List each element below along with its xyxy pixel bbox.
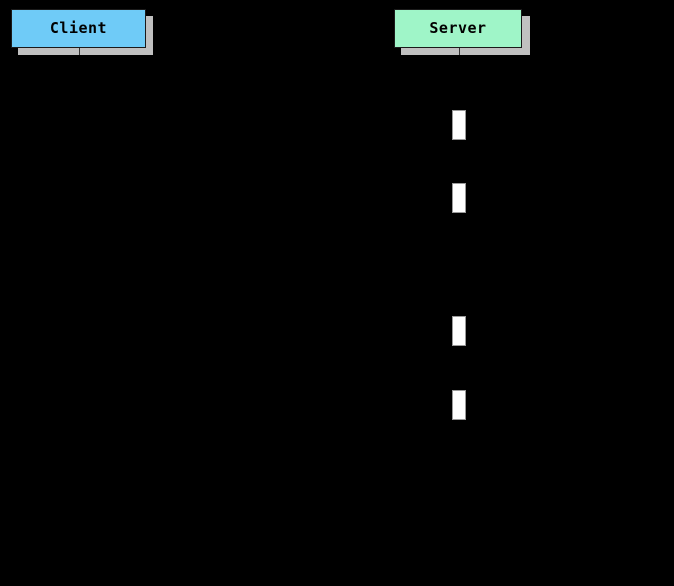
message-arrowhead-2 [80, 137, 87, 145]
message-line-7 [80, 390, 452, 391]
message-line-4 [80, 213, 452, 214]
message-arrowhead-4 [80, 210, 87, 218]
message-arrowhead-7 [445, 387, 452, 395]
message-line-5 [80, 316, 452, 317]
message-line-3 [80, 183, 452, 184]
message-arrowhead-8 [80, 417, 87, 425]
participant-client-label: Client [49, 19, 108, 37]
lifeline-client-tick [79, 48, 80, 55]
message-line-8 [80, 420, 452, 421]
message-arrowhead-5 [445, 313, 452, 321]
activation-bar-4[interactable] [452, 390, 466, 420]
lifeline-client [79, 48, 80, 586]
message-arrowhead-6 [80, 343, 87, 351]
message-arrowhead-3 [445, 180, 452, 188]
activation-bar-1[interactable] [452, 110, 466, 140]
message-arrowhead-1 [445, 107, 452, 115]
message-line-6 [80, 346, 452, 347]
activation-bar-3[interactable] [452, 316, 466, 346]
participant-client-box[interactable]: Client [11, 9, 146, 48]
participant-server-box[interactable]: Server [394, 9, 522, 48]
activation-bar-2[interactable] [452, 183, 466, 213]
participant-server-label: Server [429, 19, 487, 37]
message-line-2 [80, 140, 452, 141]
lifeline-server-tick [459, 48, 460, 55]
message-line-1 [80, 110, 452, 111]
